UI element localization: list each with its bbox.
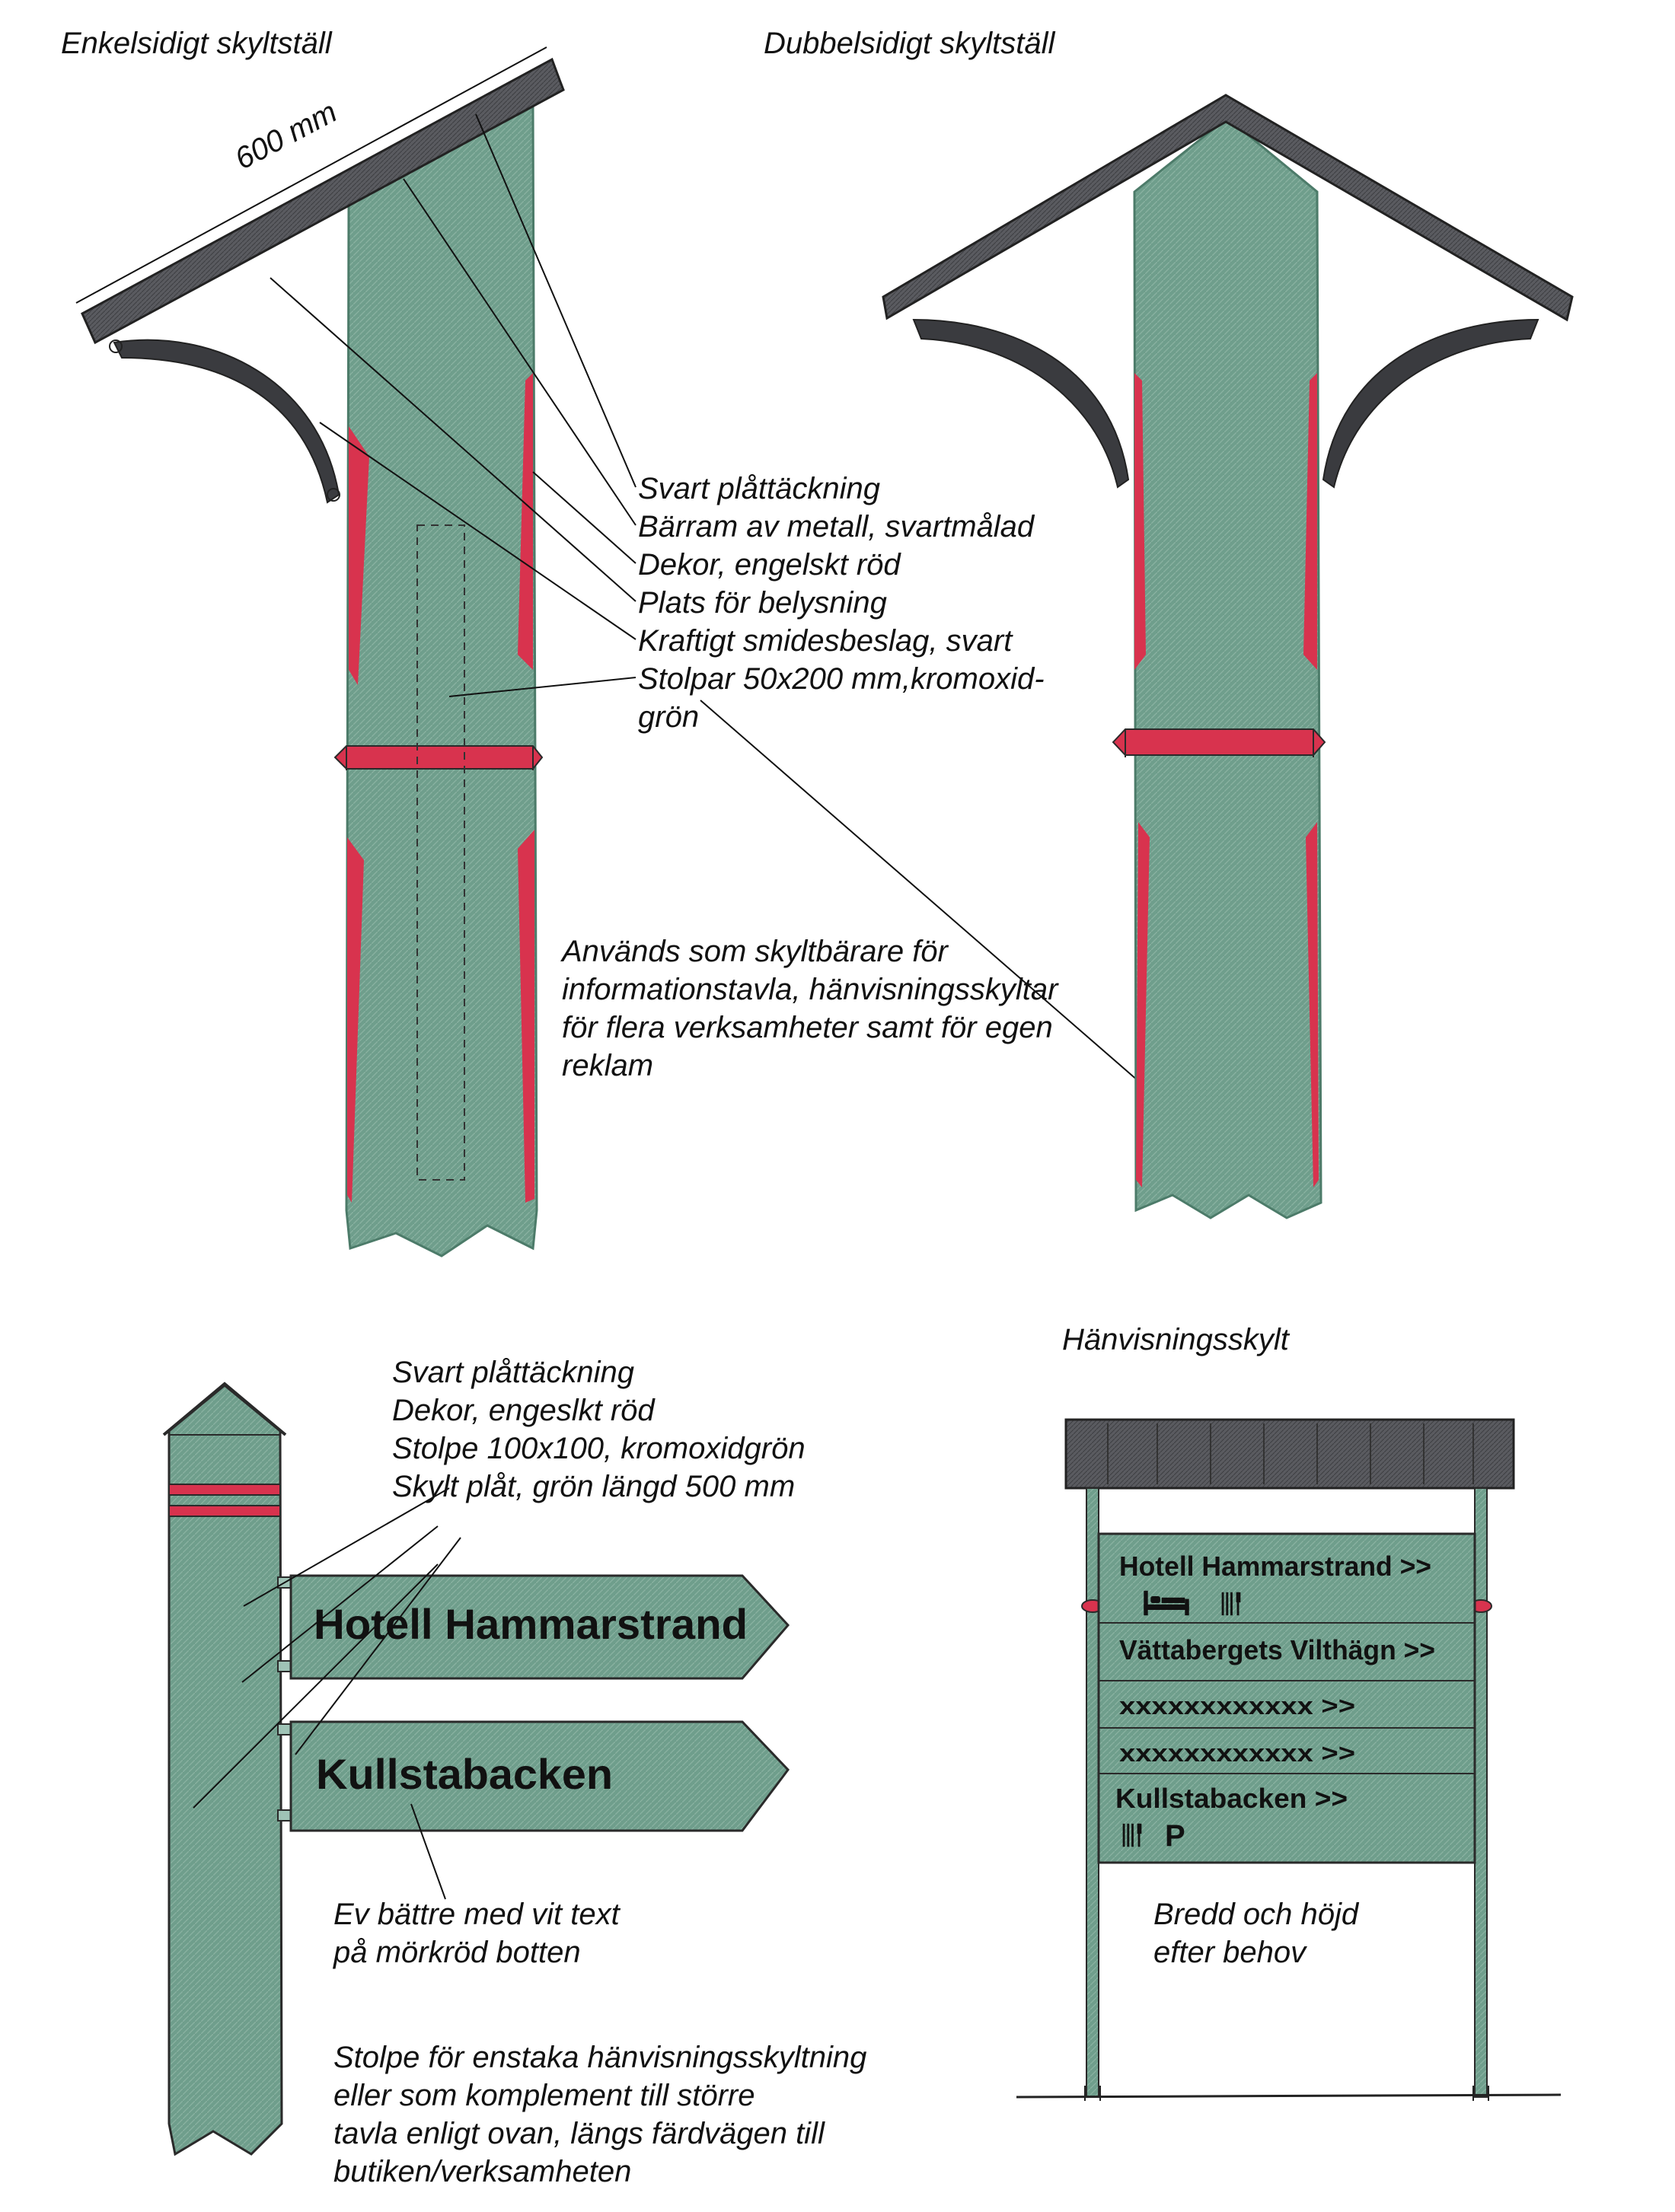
dimension-line-600 [75, 46, 547, 304]
double-stand-red-band [1112, 728, 1326, 756]
board-leg-right [1474, 1487, 1488, 2098]
title-double-stand: Dubbelsidigt skyltställ [764, 27, 1055, 60]
arrow-sign-kullstabacken [289, 1720, 790, 1832]
double-sided-stand [882, 94, 1574, 1219]
usage-note: Används som skyltbärare för informations… [562, 935, 1058, 1082]
single-sided-stand [75, 46, 1139, 1257]
label-posts-cont: grön [638, 700, 700, 734]
direction-board: Hotell Hammarstrand >> Vättabergets Vilt… [1016, 1418, 1562, 2101]
board-panel [1097, 1532, 1476, 1864]
single-stand-label-list: Svart plåttäckning Bärram av metall, sva… [638, 470, 1045, 736]
double-stand-post [1133, 116, 1322, 1219]
arrow-sign-hotel-text: Hotell Hammarstrand [314, 1600, 748, 1648]
arrow-sign-hotel [289, 1574, 790, 1680]
label-posts: Stolpar 50x200 mm,kromoxid- [638, 662, 1045, 696]
better-note: Ev bättre med vit text på mörkröd botten [333, 1898, 620, 1969]
direction-post-red-band-1 [168, 1484, 281, 1496]
title-single-stand: Enkelsidigt skyltställ [61, 27, 332, 60]
label-metal-frame: Bärram av metall, svartmålad [638, 510, 1035, 543]
board-row-2: Vättabergets Vilthägn >> [1119, 1634, 1435, 1665]
label-lighting-place: Plats för belysning [638, 586, 887, 620]
single-stand-red-decor [349, 426, 369, 685]
title-direction-sign: Hänvisningsskylt [1062, 1323, 1289, 1356]
direction-post-body [168, 1384, 283, 2156]
single-stand-bracket [113, 339, 340, 504]
post-label-list: Svart plåttäckning Dekor, engeslkt röd S… [392, 1356, 806, 1503]
board-roof [1064, 1418, 1515, 1490]
direction-post-cap [162, 1382, 287, 1436]
single-stand-post [345, 104, 538, 1257]
ground-line [1016, 2093, 1562, 2099]
direction-post-leader-lines [193, 1487, 461, 1900]
arrow-sign-kullstabacken-text: Kullstabacken [316, 1750, 613, 1798]
lighting-area-dashed [416, 524, 465, 1181]
double-stand-roof [882, 94, 1574, 322]
board-row-1: Hotell Hammarstrand >> [1119, 1551, 1431, 1582]
label-red-decor: Dekor, engelskt röd [638, 548, 901, 582]
single-stand-leader-lines [270, 113, 1139, 1082]
board-leg-left [1086, 1487, 1099, 2098]
board-row-4: xxxxxxxxxxxx >> [1119, 1739, 1355, 1767]
single-stand-roof [81, 57, 565, 345]
single-stand-red-band [333, 745, 544, 770]
double-stand-bracket-left [912, 318, 1130, 489]
post-note: Stolpe för enstaka hänvisningsskyltning … [333, 2041, 867, 2188]
size-note: Bredd och höjd efter behov [1153, 1898, 1359, 1969]
direction-post-red-band-2 [168, 1505, 281, 1517]
label-black-roofing: Svart plåttäckning [638, 472, 880, 505]
parking-icon: P [1165, 1819, 1185, 1853]
direction-post: Hotell Hammarstrand Kullstabacken [162, 1382, 790, 2156]
board-row-3: xxxxxxxxxxxx >> [1119, 1692, 1355, 1720]
board-row-5: Kullstabacken >> [1115, 1783, 1348, 1814]
label-forged-fitting: Kraftigt smidesbeslag, svart [638, 624, 1013, 658]
double-stand-bracket-right [1322, 318, 1539, 489]
